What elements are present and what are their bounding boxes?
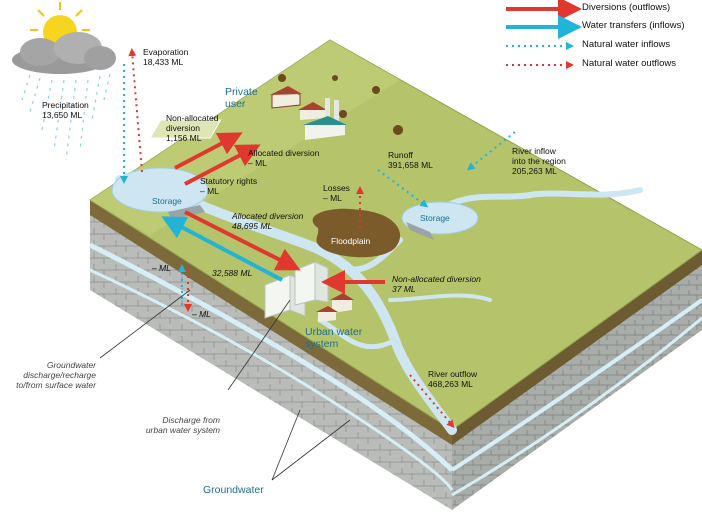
- losses-label: Losses– ML: [323, 183, 350, 203]
- leader-lines: [99, 289, 351, 481]
- dam-right: [406, 222, 434, 240]
- geology-block: [88, 200, 702, 510]
- storage-left-label: Storage: [152, 196, 182, 206]
- storage-left-lake: [111, 167, 209, 213]
- river-inflow-arrow: [466, 131, 516, 171]
- transfer-inflow-arrow: [161, 216, 283, 282]
- statutory-rights-label: Statutory rights– ML: [200, 176, 258, 196]
- storage-right-lake: [401, 201, 479, 235]
- floodplain-area: [312, 208, 401, 258]
- storage-right-label: Storage: [420, 213, 450, 223]
- rain-drops: [21, 73, 111, 161]
- legend-natural-inflows: Natural water inflows: [582, 39, 671, 50]
- legend-natural-outflows: Natural water outflows: [582, 58, 676, 69]
- legend-diversions-outflows: Diversions (outflows): [582, 2, 671, 13]
- legend-swatches: [506, 0, 582, 69]
- allocated-diversion-upper-label: Allocated diversion– ML: [248, 148, 320, 168]
- evaporation-arrow: [128, 48, 143, 173]
- runoff-arrow: [377, 169, 429, 208]
- trees: [278, 74, 403, 135]
- non-allocated-diversion-left-arrow: [174, 132, 243, 170]
- legend-water-transfers: Water transfers (inflows): [582, 20, 685, 31]
- allocated-diversion-upper-arrow: [184, 144, 261, 186]
- allocated-diversion-main-arrow: [184, 210, 301, 271]
- urban-buildings: [264, 261, 354, 322]
- river-outflow-arrow: [409, 374, 455, 429]
- sun-cloud-icon: [12, 2, 116, 74]
- groundwater-label: Groundwater: [203, 484, 264, 496]
- groundwater-upper-value-label: – ML: [152, 263, 171, 273]
- private-user-farm: [149, 86, 347, 140]
- floodplain-label: Floodplain: [331, 236, 371, 246]
- water-transfer-value-label: 32,588 ML: [212, 268, 253, 278]
- groundwater-lower-value-label: – ML: [192, 309, 211, 319]
